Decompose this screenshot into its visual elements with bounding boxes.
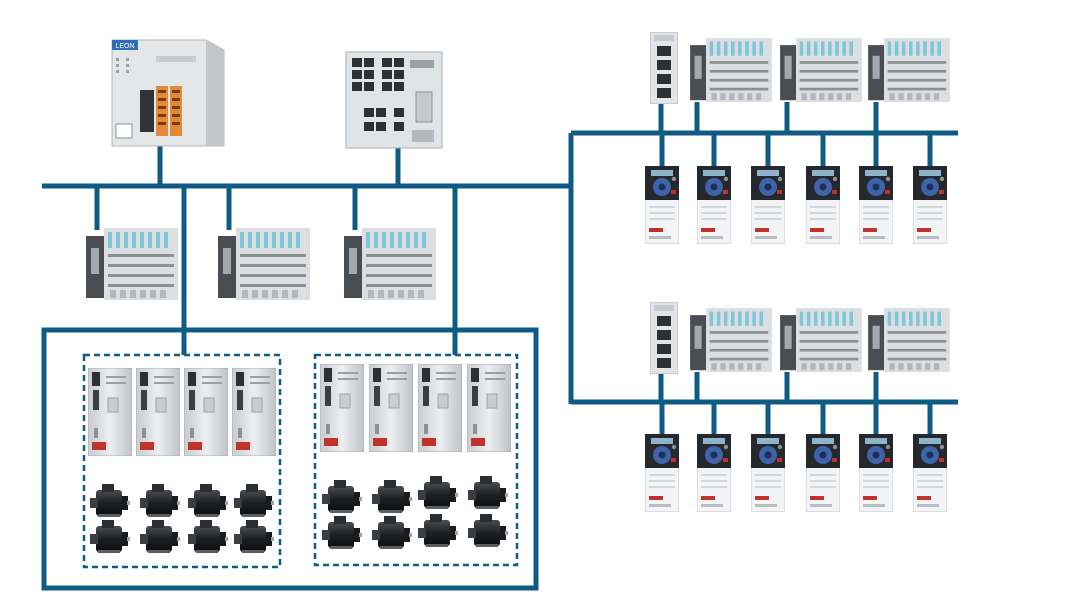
upper-vfds (645, 166, 947, 244)
servo-drives-group-2 (320, 364, 511, 452)
io-module-2 (218, 228, 310, 300)
plc-badge-text: LEON (115, 43, 134, 50)
servo-group-enclosure (41, 327, 539, 591)
servo-drive-group-2 (313, 353, 519, 567)
io-module-1 (86, 228, 178, 300)
upper-adapter (650, 32, 678, 104)
lower-adapter (650, 302, 678, 374)
network-bus-lines (41, 102, 958, 591)
lower-vfds (645, 434, 947, 512)
lower-io-modules (690, 308, 950, 372)
upper-io-modules (690, 38, 950, 102)
servo-motors-group-1 (90, 484, 274, 553)
servo-motors-group-2 (322, 476, 508, 549)
io-module-3 (344, 228, 436, 300)
servo-drive-group-1 (82, 353, 282, 569)
ethernet-switch (345, 51, 443, 149)
servo-drives-group-1 (88, 368, 276, 456)
plc-controller: LEON (111, 39, 225, 147)
